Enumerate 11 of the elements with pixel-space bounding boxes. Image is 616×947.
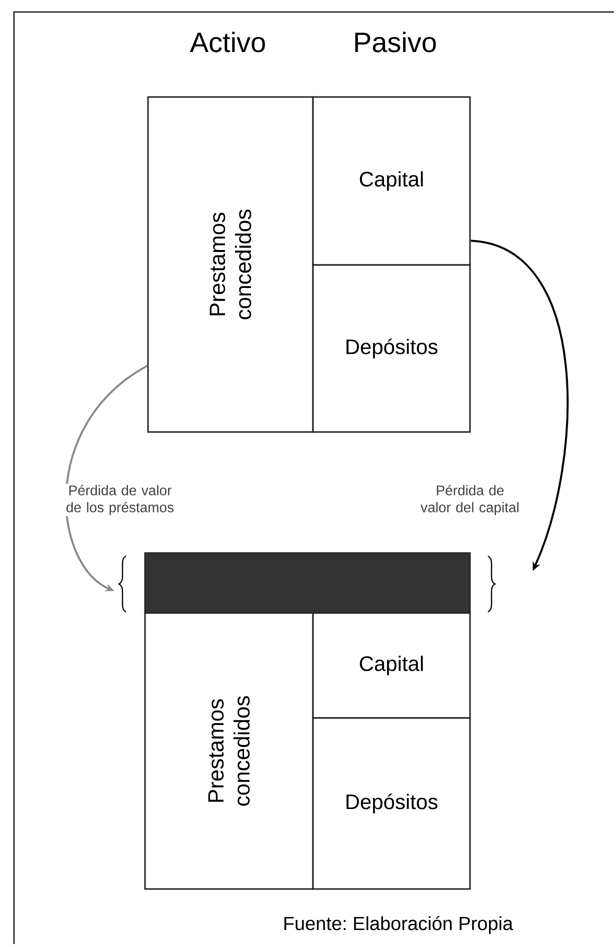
text-box: Depósitos: [312, 264, 471, 433]
edge-label: Pérdida de valor de los préstamos: [58, 484, 182, 516]
text-box: Depósitos: [312, 717, 471, 890]
text-box: Capital: [312, 612, 471, 719]
text-box: Capital: [312, 96, 471, 266]
column-heading: Activo: [190, 32, 265, 52]
filled-bar: [144, 552, 471, 614]
caption: Fuente: Elaboración Propia: [284, 916, 514, 934]
edge-label: Pérdida de valor del capital: [408, 484, 532, 516]
curved-arrow: [65, 364, 148, 592]
column-heading: Pasivo: [355, 32, 436, 52]
